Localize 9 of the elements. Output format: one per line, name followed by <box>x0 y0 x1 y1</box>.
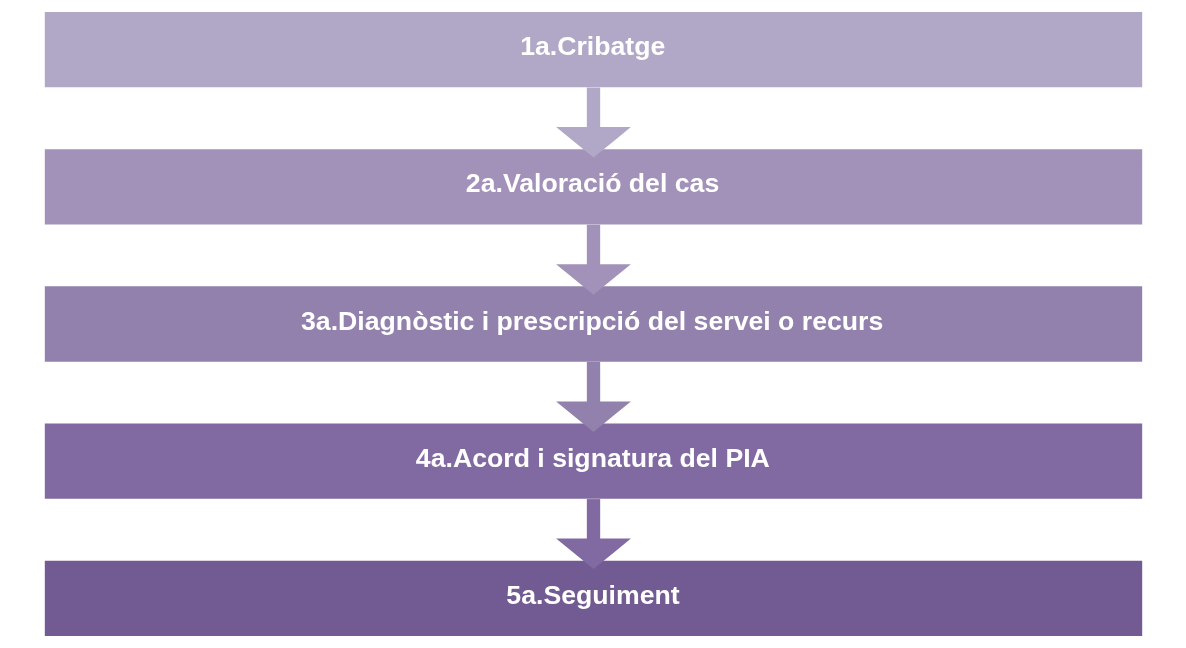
arrow <box>555 224 631 295</box>
node-box: 1a.Cribatge <box>44 12 1142 88</box>
node-box: 5a.Seguiment <box>44 560 1142 636</box>
arrow <box>555 361 631 432</box>
node-box: 4a.Acord i signatura del PIA <box>44 423 1142 499</box>
node-box: 3a.Diagnòstic i prescripció del servei o recurs <box>44 286 1142 362</box>
arrow <box>555 87 631 158</box>
arrow <box>555 499 631 570</box>
node-box: 2a.Valoració del cas <box>44 149 1142 225</box>
